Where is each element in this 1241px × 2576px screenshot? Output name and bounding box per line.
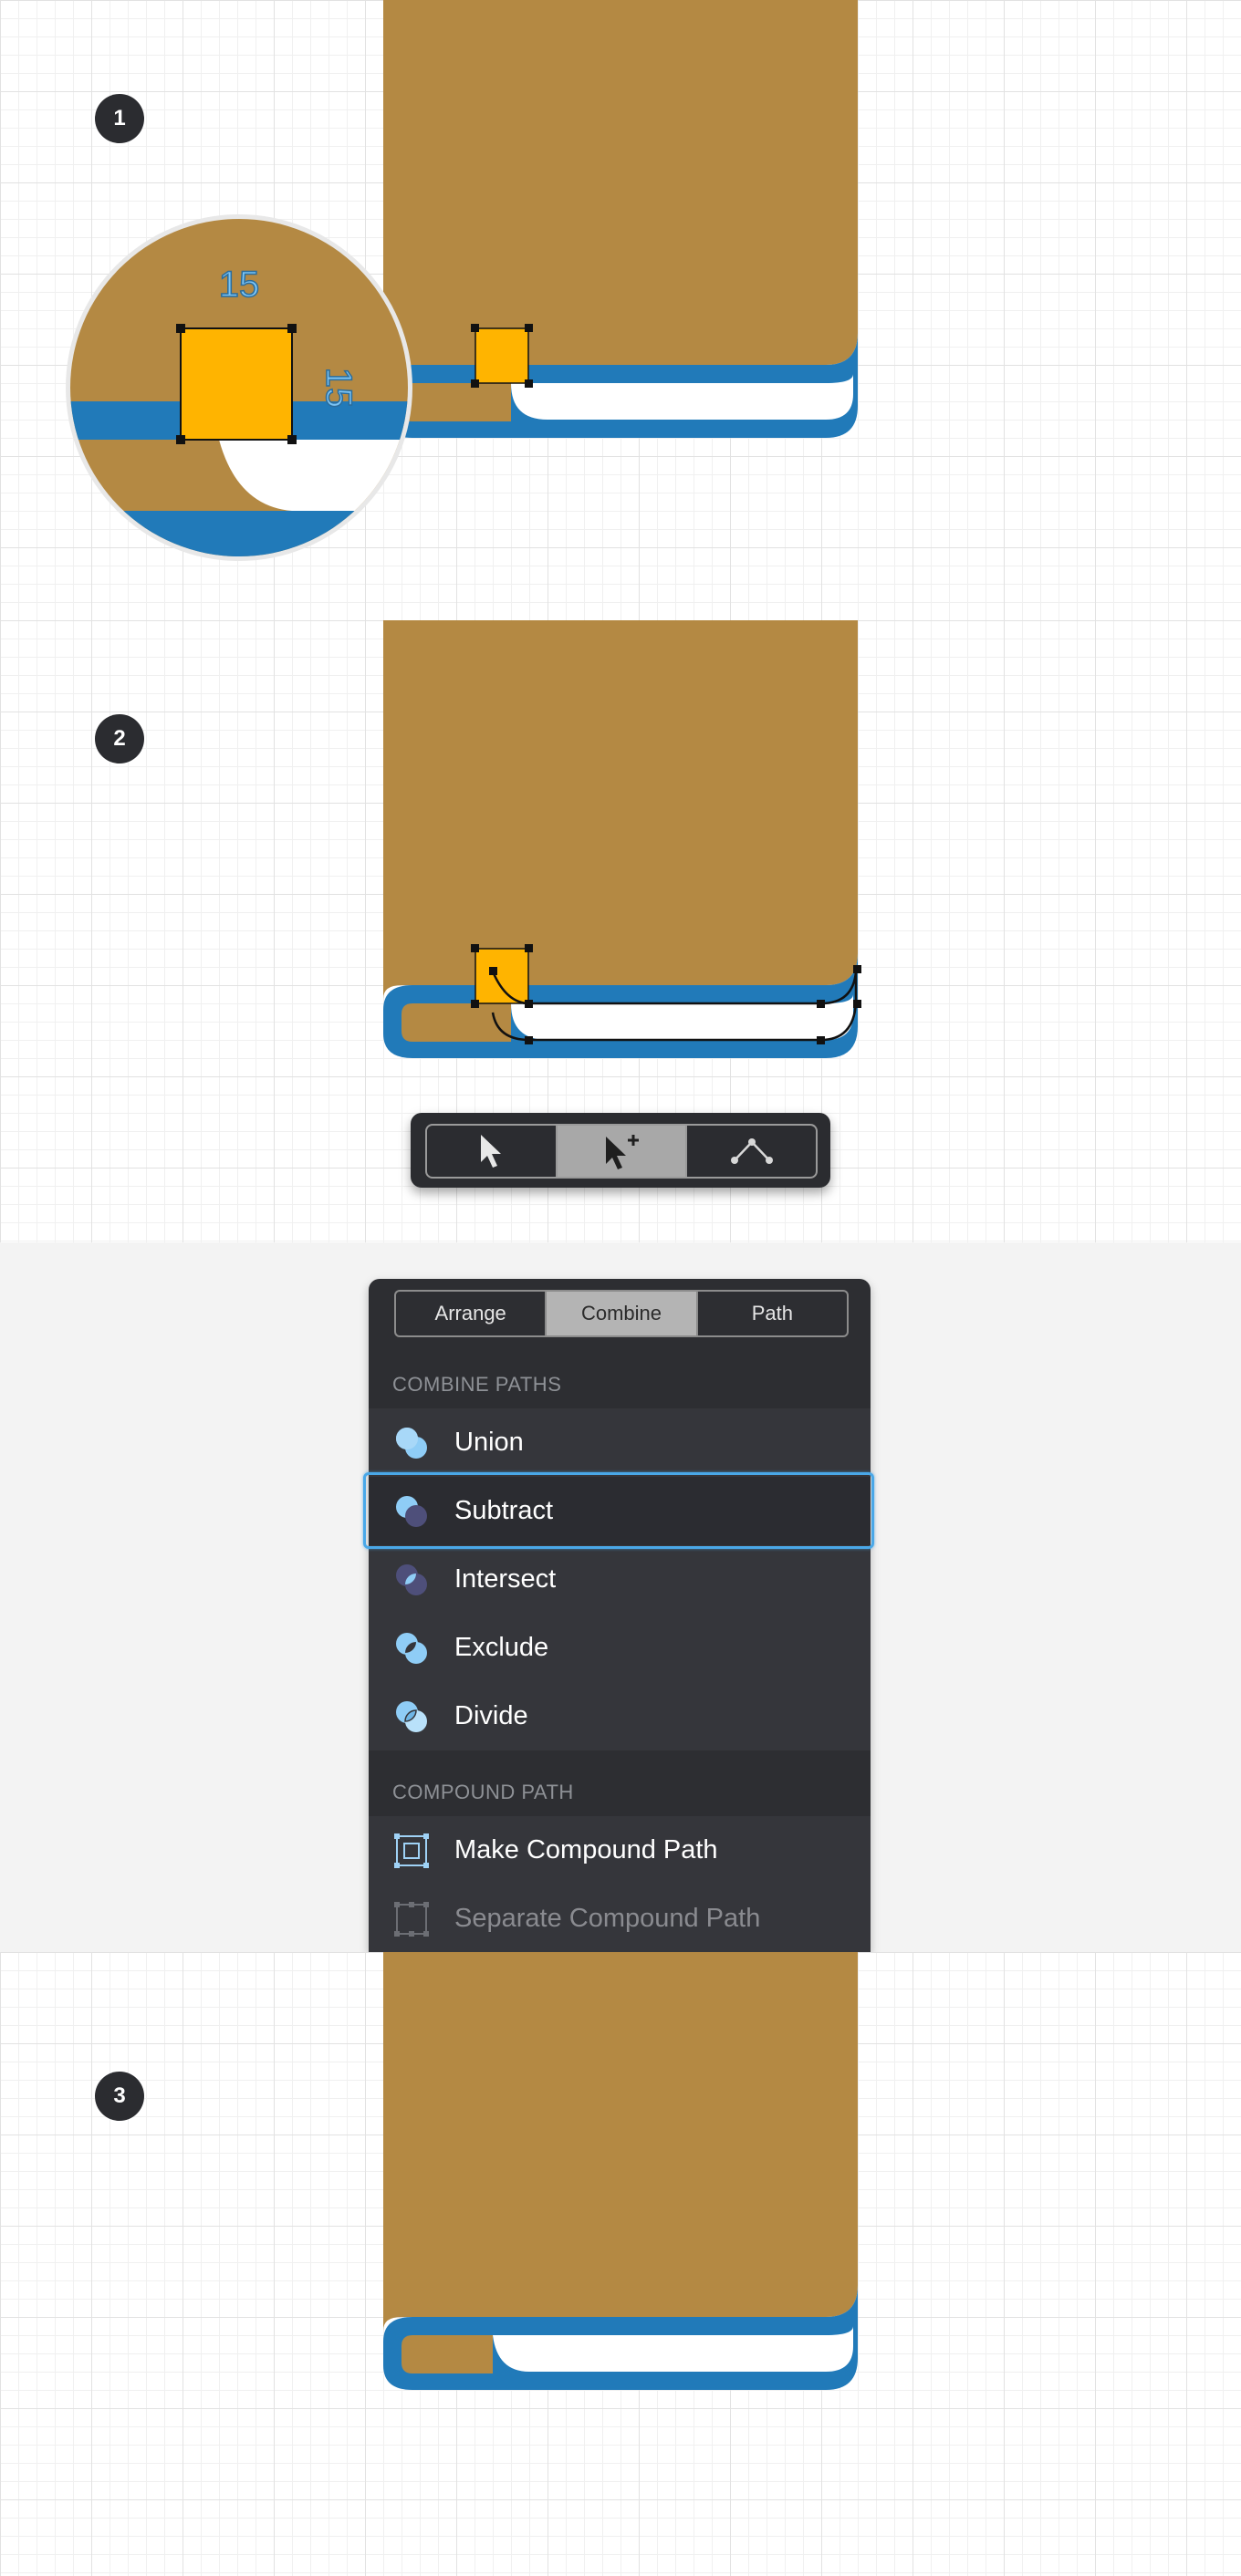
menu-item-label: Exclude	[454, 1614, 871, 1683]
handle[interactable]	[471, 379, 479, 388]
book-pages	[511, 994, 853, 1040]
tab-path[interactable]: Path	[695, 1292, 847, 1335]
book-illustration-step-3	[383, 1952, 858, 2390]
menu-item-separate-compound-path[interactable]: Separate Compound Path	[369, 1885, 871, 1952]
menu-item-label: Union	[454, 1408, 871, 1478]
book-illustration-step-2	[383, 620, 861, 1058]
anchor-points[interactable]	[471, 944, 861, 1044]
tab-combine[interactable]: Combine	[545, 1292, 696, 1335]
menu-item-intersect[interactable]: Intersect	[369, 1545, 871, 1615]
panel-tab-bar: Arrange Combine Path	[394, 1290, 849, 1337]
menu-item-union[interactable]: Union	[369, 1408, 871, 1478]
compound-path-heading: COMPOUND PATH	[392, 1781, 574, 1803]
subtract-selection-highlight	[363, 1472, 874, 1549]
union-icon	[391, 1422, 433, 1464]
book-cover	[383, 0, 858, 379]
yellow-square[interactable]	[474, 327, 529, 384]
make-compound-path-icon	[391, 1830, 433, 1872]
add-anchor-tool-button[interactable]	[555, 1126, 686, 1177]
handle[interactable]	[525, 324, 533, 332]
canvas-step-1: 1 15 15	[0, 0, 1241, 620]
book-illustration-step-1: 15 15	[66, 0, 858, 561]
combine-paths-heading: COMBINE PATHS	[392, 1373, 562, 1396]
menu-item-exclude[interactable]: Exclude	[369, 1614, 871, 1683]
step-badge-2: 2	[95, 714, 144, 763]
add-anchor-pointer-icon	[606, 1135, 639, 1169]
step-badge-1: 1	[95, 94, 144, 143]
node-path-icon	[730, 1138, 773, 1164]
book-inner-brown	[402, 2335, 493, 2373]
pointer-icon	[481, 1135, 502, 1168]
book-cover	[383, 620, 858, 999]
step-badge-3: 3	[95, 2072, 144, 2121]
book-pages	[511, 374, 853, 420]
combine-panel: Arrange Combine Path COMBINE PATHS Union…	[369, 1279, 871, 1952]
subtract-icon	[391, 1491, 433, 1532]
exclude-icon	[391, 1627, 433, 1669]
tool-segment	[425, 1124, 818, 1179]
height-dimension-label: 15	[318, 368, 359, 409]
menu-item-label: Separate Compound Path	[454, 1904, 761, 1933]
intersect-icon	[391, 1559, 433, 1601]
menu-item-label: Divide	[454, 1701, 528, 1730]
book-cover	[383, 1952, 858, 2331]
handle[interactable]	[471, 324, 479, 332]
menu-item-make-compound-path[interactable]: Make Compound Path	[369, 1816, 871, 1885]
handle[interactable]	[525, 379, 533, 388]
book-pages	[493, 2326, 853, 2372]
selection-toolbar	[411, 1113, 830, 1188]
pointer-tool-button[interactable]	[427, 1126, 556, 1177]
tab-arrange[interactable]: Arrange	[434, 1302, 506, 1324]
menu-item-subtract[interactable]: Subtract	[369, 1477, 871, 1546]
menu-item-label: Intersect	[454, 1545, 871, 1615]
separate-compound-path-icon	[391, 1898, 433, 1940]
node-tool-button[interactable]	[685, 1126, 816, 1177]
divide-icon	[391, 1696, 433, 1738]
yellow-square[interactable]	[474, 948, 529, 1004]
menu-item-divide[interactable]: Divide	[369, 1682, 871, 1750]
width-dimension-label: 15	[219, 265, 260, 305]
canvas-step-3: 3	[0, 1952, 1241, 2576]
book-inner-brown	[402, 1003, 511, 1042]
book-inner-brown	[402, 383, 511, 421]
menu-item-label: Make Compound Path	[454, 1816, 871, 1885]
